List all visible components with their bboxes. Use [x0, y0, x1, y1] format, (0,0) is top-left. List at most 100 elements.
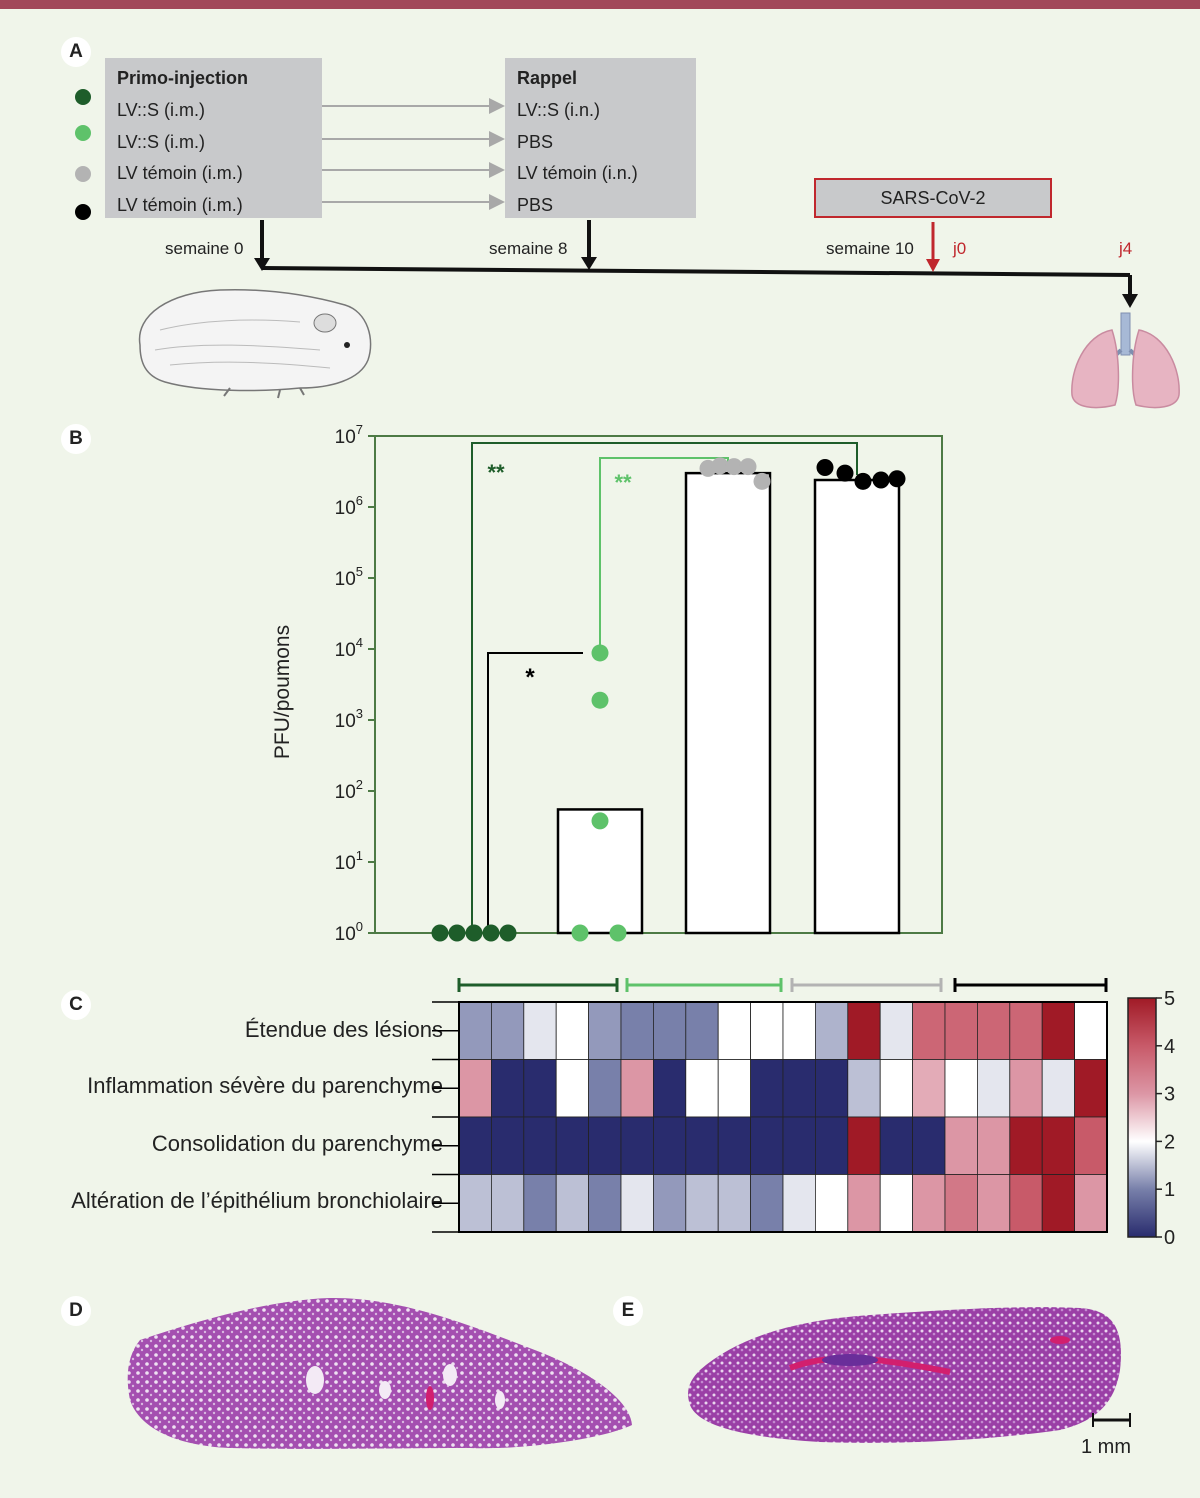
y-tick-label: 107 — [335, 422, 363, 448]
scale-bar-label: 1 mm — [1081, 1436, 1131, 1458]
heatmap-cell — [653, 1059, 687, 1118]
data-point — [591, 812, 609, 830]
heatmap-cell — [685, 1059, 719, 1118]
heatmap-cell — [750, 1116, 784, 1175]
heatmap-cell — [555, 1059, 590, 1118]
group-arrows — [322, 98, 505, 210]
heatmap-cell — [653, 1174, 687, 1233]
significance-label: ** — [487, 460, 505, 485]
heatmap-cell — [620, 1116, 654, 1175]
color-scale-label: 0 — [1164, 1227, 1175, 1249]
heatmap-cell — [750, 1001, 784, 1060]
data-point — [499, 924, 517, 942]
heatmap-cell — [490, 1116, 525, 1175]
heatmap-row-label: Inflammation sévère du parenchyme — [87, 1073, 443, 1098]
y-tick-label: 105 — [335, 564, 363, 590]
bar — [684, 471, 772, 935]
heatmap-row-label: Altération de l’épithélium bronchiolaire — [71, 1188, 443, 1213]
panel-e-label: E — [613, 1296, 643, 1326]
y-tick-label: 101 — [335, 848, 363, 874]
heatmap-cell — [815, 1174, 849, 1233]
data-point — [482, 924, 500, 942]
timeline-diagram — [138, 98, 1180, 409]
heatmap-cell — [620, 1001, 654, 1060]
heatmap-cell — [653, 1116, 687, 1175]
rappel-title: Rappel — [517, 68, 578, 88]
y-tick-label: 100 — [335, 919, 363, 945]
heatmap-cell — [944, 1059, 978, 1118]
y-axis-label: PFU/poumons — [271, 624, 294, 760]
bar — [556, 808, 644, 935]
heatmap-cell — [588, 1174, 622, 1233]
heatmap-cell — [944, 1001, 978, 1060]
heatmap-cell — [555, 1116, 590, 1175]
group-light-green-dot — [75, 125, 91, 141]
data-point — [854, 472, 872, 490]
heatmap-cell — [847, 1174, 881, 1233]
data-point — [448, 924, 466, 942]
heatmap-row-label: Consolidation du parenchyme — [151, 1131, 443, 1156]
heatmap-cell — [1074, 1001, 1108, 1060]
heatmap-cell — [944, 1116, 978, 1175]
heatmap-cell — [458, 1001, 492, 1060]
heatmap-cell — [523, 1001, 557, 1060]
data-point — [888, 470, 906, 488]
heatmap-cell — [717, 1059, 752, 1118]
heatmap-cell — [1009, 1059, 1043, 1118]
plot-frame — [374, 435, 943, 934]
panel-c-label: C — [61, 990, 91, 1020]
color-scale-bar — [1127, 997, 1157, 1238]
day-4-label: j4 — [1119, 239, 1133, 258]
week-10-label: semaine 10 — [826, 239, 914, 258]
significance-label: * — [525, 664, 535, 691]
heatmap-cell — [458, 1174, 492, 1233]
heatmap-cell — [815, 1001, 849, 1060]
y-tick-label: 106 — [335, 493, 363, 519]
data-point — [711, 457, 729, 475]
data-point — [609, 924, 627, 942]
data-point — [725, 458, 743, 476]
data-point — [591, 691, 609, 709]
heatmap-cell — [1009, 1116, 1043, 1175]
data-point — [836, 464, 854, 482]
heatmap-cell — [717, 1116, 752, 1175]
primo-row: LV::S (i.m.) — [117, 100, 206, 120]
heatmap-cell — [1074, 1059, 1108, 1118]
heatmap-cell — [977, 1001, 1011, 1060]
heatmap-cell — [588, 1116, 622, 1175]
y-tick-label: 102 — [335, 777, 363, 803]
heatmap-cell — [782, 1001, 816, 1060]
data-point — [739, 458, 757, 476]
data-point — [465, 924, 483, 942]
rappel-row: PBS — [517, 132, 554, 152]
data-point — [431, 924, 449, 942]
heatmap-cell — [458, 1116, 492, 1175]
panel-b-label: B — [61, 424, 91, 454]
group-dark-green-dot — [75, 89, 91, 105]
heatmap-cell — [782, 1059, 816, 1118]
top-accent-bar — [0, 0, 1200, 9]
scale-bar — [1092, 1413, 1131, 1427]
rappel-row: PBS — [517, 195, 554, 215]
heatmap-cell — [1074, 1116, 1108, 1175]
color-scale-label: 5 — [1164, 988, 1175, 1010]
histology-section-e — [688, 1307, 1121, 1443]
y-tick-label: 103 — [335, 706, 363, 732]
heatmap-cell — [1041, 1059, 1075, 1118]
heatmap-cell — [490, 1174, 525, 1233]
data-point — [753, 472, 771, 490]
data-point — [816, 459, 834, 477]
panel-d-label: D — [61, 1296, 91, 1326]
data-point — [872, 471, 890, 489]
heatmap-cell — [1074, 1174, 1108, 1233]
histology-sections — [127, 1297, 1131, 1449]
heatmap-cell — [847, 1059, 881, 1118]
heatmap-cell — [815, 1116, 849, 1175]
sars-cov-2-box: SARS-CoV-2 — [814, 178, 1052, 218]
heatmap-cell — [879, 1059, 914, 1118]
heatmap-cell — [490, 1001, 525, 1060]
heatmap-cell — [815, 1059, 849, 1118]
heatmap-cell — [944, 1174, 978, 1233]
